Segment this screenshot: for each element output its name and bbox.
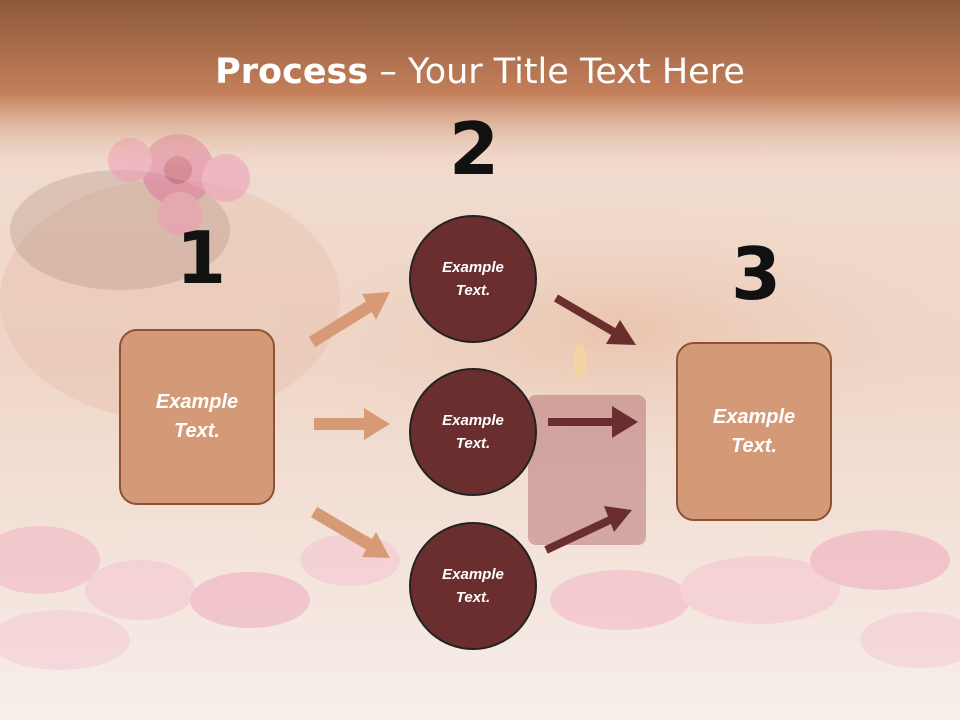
step-number-3: 3 [731,232,782,316]
left-box-text: Example Text. [155,391,239,442]
arrow-bottom-to-right [544,506,632,554]
arrow-left-to-bottom [310,506,390,558]
step-number-2: 2 [449,107,500,191]
circle-top: Example Text. [409,215,537,343]
right-box-text: Example Text. [712,405,796,457]
arrow-middle-to-right [548,406,638,438]
title-rest: – Your Title Text Here [368,52,745,92]
circle-middle-text: Example Text. [442,412,504,452]
arrow-left-to-middle [314,408,390,440]
rose-petals [0,526,960,670]
arrow-left-to-top [308,292,390,348]
circle-bottom-text: Example Text. [442,566,504,606]
title-bold: Process [215,52,369,92]
circle-middle: Example Text. [409,368,537,496]
left-text-box: Example Text. [119,329,275,505]
right-text-box: Example Text. [676,342,832,521]
arrow-top-to-right [553,294,636,345]
step-number-1: 1 [176,216,227,300]
slide-title: Process – Your Title Text Here [0,52,960,92]
circle-top-text: Example Text. [442,259,504,299]
circle-bottom: Example Text. [409,522,537,650]
